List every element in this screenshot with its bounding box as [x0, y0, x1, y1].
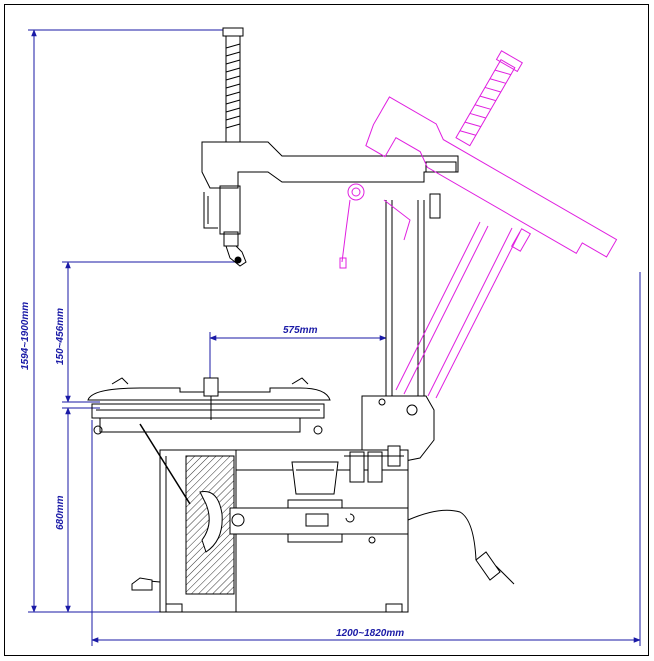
column-tower: [385, 200, 425, 396]
turntable: [87, 377, 331, 435]
tilted-arm-position: [339, 50, 618, 399]
mount-demount-head: [203, 185, 247, 267]
tire-changer-machine: [87, 27, 515, 613]
vertical-spring-column: [222, 27, 244, 147]
air-regulator-unit: [344, 445, 404, 483]
dim-tool-travel-label: 150~456mm: [55, 308, 66, 365]
bead-breaker-arm: [229, 499, 515, 585]
dim-reach-label: 575mm: [283, 325, 318, 336]
dim-table-height-label: 680mm: [55, 495, 66, 530]
drawing-frame: [4, 4, 649, 656]
horizontal-arm: [201, 141, 459, 189]
lubricant-bucket: [291, 461, 339, 495]
dimension-lines: [28, 29, 641, 646]
dim-total-height-label: 1594~1900mm: [20, 302, 31, 370]
dim-total-width-label: 1200~1820mm: [336, 628, 404, 639]
